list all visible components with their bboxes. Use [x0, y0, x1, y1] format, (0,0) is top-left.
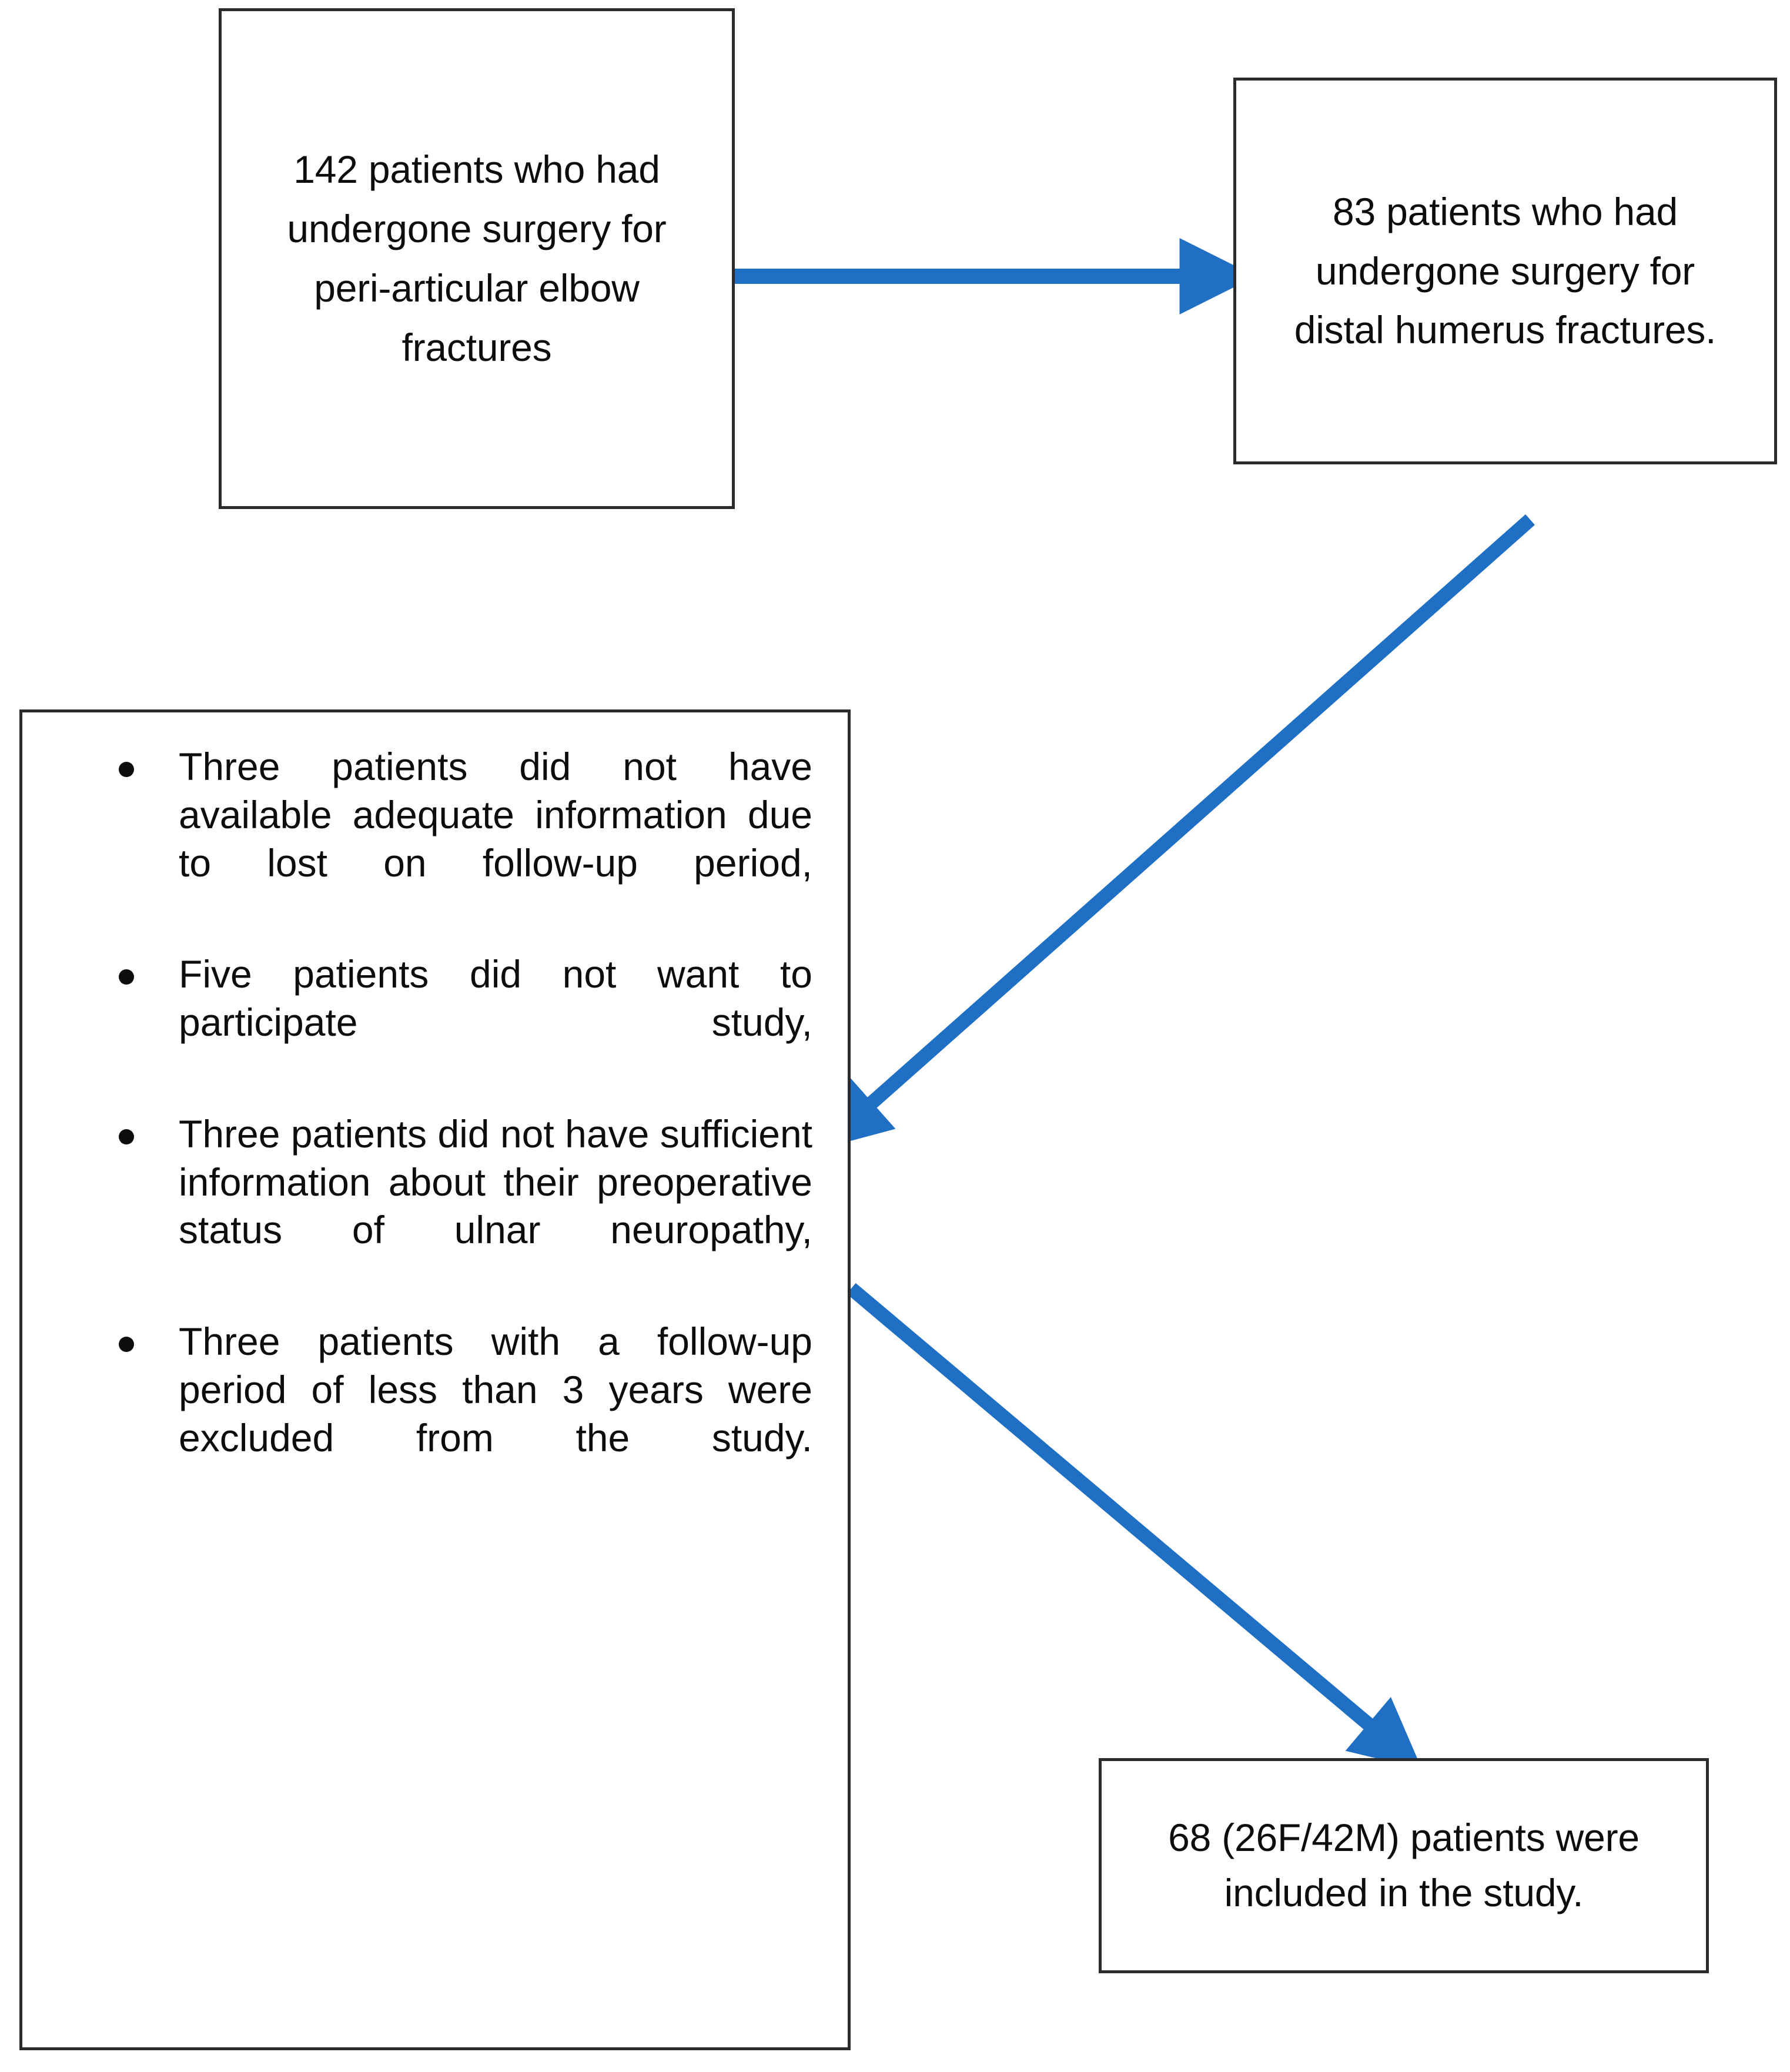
node-initial-cohort-text: 142 patients who had undergone surgery f… [287, 148, 667, 369]
node-distal-humerus-subgroup-text: 83 patients who had undergone surgery fo… [1294, 189, 1717, 352]
exclusion-bullet-list: Three patients did not have available ad… [22, 712, 848, 1525]
exclusion-bullet-text: Five patients did not want to participat… [179, 952, 812, 1045]
arrow-subgroup-to-excluded [819, 514, 1535, 1150]
list-item: Five patients did not want to participat… [93, 950, 812, 1094]
exclusion-bullet-text: Three patients with a follow-up period o… [179, 1320, 812, 1460]
exclusion-bullet-text: Three patients did not have available ad… [179, 745, 812, 885]
node-included-patients: 68 (26F/42M) patients were included in t… [1099, 1758, 1709, 1973]
arrow-excluded-to-included [847, 1283, 1423, 1770]
node-included-patients-text: 68 (26F/42M) patients were included in t… [1168, 1816, 1640, 1914]
list-item: Three patients with a follow-up period o… [93, 1318, 812, 1510]
node-initial-cohort: 142 patients who had undergone surgery f… [219, 8, 735, 509]
list-item: Three patients did not have available ad… [93, 743, 812, 935]
list-item: Three patients did not have sufficient i… [93, 1110, 812, 1303]
exclusion-bullet-text: Three patients did not have sufficient i… [179, 1112, 812, 1252]
node-exclusion-criteria: Three patients did not have available ad… [19, 709, 851, 2050]
node-distal-humerus-subgroup: 83 patients who had undergone surgery fo… [1233, 78, 1777, 464]
